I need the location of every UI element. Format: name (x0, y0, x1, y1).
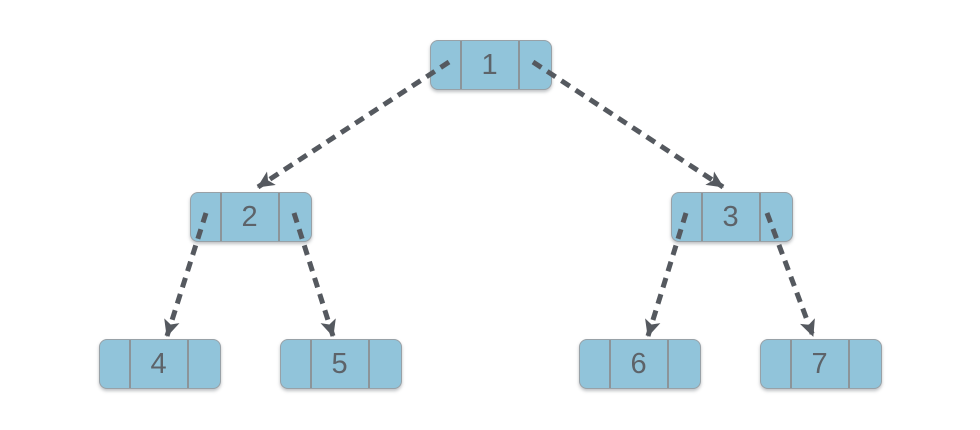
node-value: 6 (630, 347, 648, 380)
left-pointer-cell (672, 193, 701, 241)
value-cell: 4 (128, 340, 189, 388)
tree-node-5: 5 (280, 339, 402, 389)
value-cell: 2 (219, 193, 280, 241)
right-pointer-cell (370, 340, 401, 388)
tree-node-3: 3 (671, 192, 793, 242)
value-cell: 3 (700, 193, 761, 241)
edge-1-3 (531, 59, 725, 190)
node-value: 1 (481, 48, 499, 81)
node-value: 4 (150, 347, 168, 380)
right-pointer-cell (850, 340, 881, 388)
left-pointer-cell (281, 340, 310, 388)
tree-node-6: 6 (579, 339, 701, 389)
left-pointer-cell (761, 340, 790, 388)
right-pointer-cell (761, 193, 792, 241)
tree-node-2: 2 (190, 192, 312, 242)
right-pointer-cell (669, 340, 700, 388)
tree-node-7: 7 (760, 339, 882, 389)
left-pointer-cell (191, 193, 220, 241)
left-pointer-cell (580, 340, 609, 388)
value-cell: 5 (309, 340, 370, 388)
tree-node-4: 4 (99, 339, 221, 389)
node-value: 7 (811, 347, 829, 380)
node-value: 5 (331, 347, 349, 380)
edge-1-2 (256, 59, 451, 190)
node-value: 2 (241, 200, 259, 233)
value-cell: 1 (459, 41, 520, 89)
right-pointer-cell (520, 41, 551, 89)
right-pointer-cell (189, 340, 220, 388)
left-pointer-cell (100, 340, 129, 388)
value-cell: 6 (608, 340, 669, 388)
value-cell: 7 (789, 340, 850, 388)
tree-node-1: 1 (430, 40, 552, 90)
node-value: 3 (722, 200, 740, 233)
left-pointer-cell (431, 41, 460, 89)
right-pointer-cell (280, 193, 311, 241)
